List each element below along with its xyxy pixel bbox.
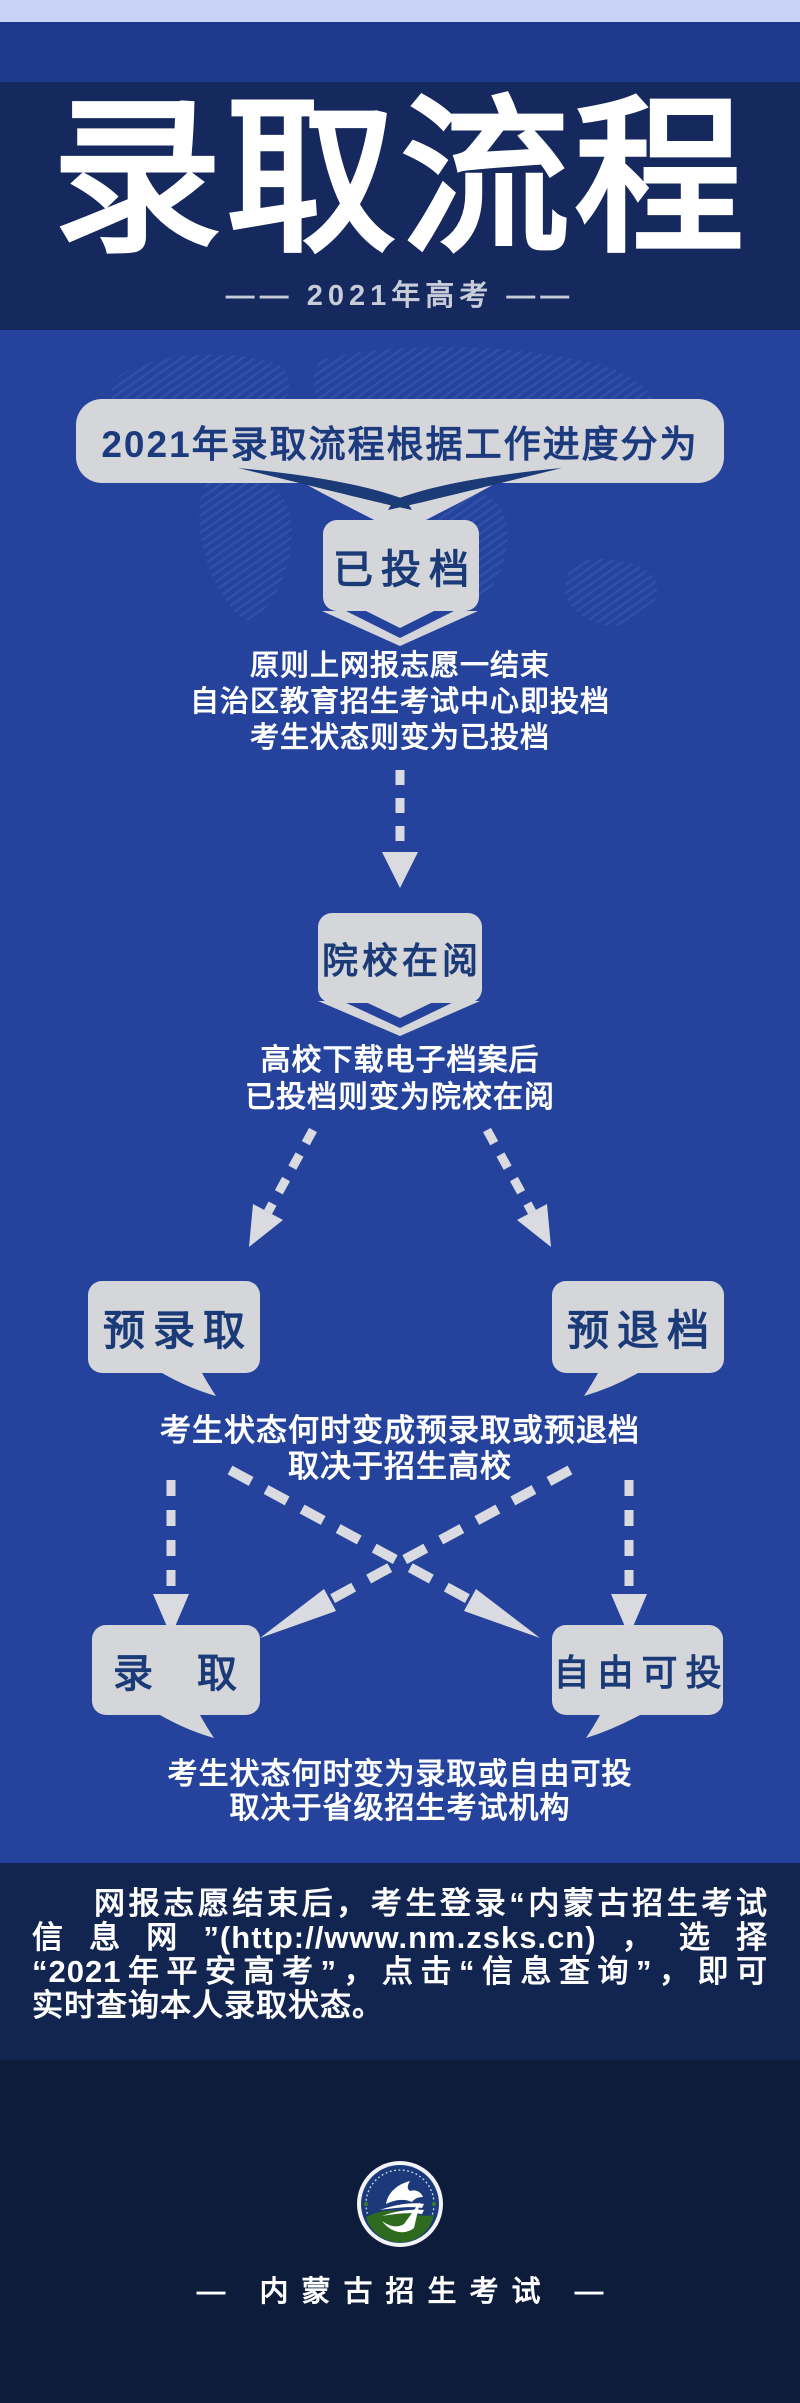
desc-line: 自治区教育招生考试中心即投档 — [189, 686, 610, 718]
step2-description: 高校下载电子档案后 已投档则变为院校在阅 — [0, 1042, 800, 1116]
status-label: 预退档 — [566, 1308, 717, 1355]
notice-section: 网报志愿结束后，考生登录“内蒙古招生考试 信息网”(http://www.nm.… — [0, 1863, 800, 2060]
notice-line: “2021年平安高考”，点击“信息查询”，即可 — [32, 1954, 768, 1989]
top-strip — [0, 0, 800, 22]
notice-line: 网报志愿结束后，考生登录“内蒙古招生考试 — [94, 1886, 768, 1921]
desc-line: 考生状态何时变成预录取或预退档 — [160, 1413, 640, 1448]
status-label: 录 取 — [113, 1651, 239, 1696]
desc-line: 已投档则变为院校在阅 — [245, 1081, 555, 1114]
desc-line: 高校下载电子档案后 — [260, 1044, 540, 1077]
banner-text: 2021年录取流程根据工作进度分为 — [101, 424, 699, 465]
desc-line: 取决于招生高校 — [288, 1449, 512, 1484]
flowchart-area: 2021年录取流程根据工作进度分为 — [0, 330, 800, 1863]
status-box-free-to-apply: 自由可投 — [552, 1625, 723, 1715]
status-box-admitted: 录 取 — [92, 1625, 260, 1715]
page-subtitle: —— 2021年高考 —— — [225, 280, 575, 312]
desc-line: 考生状态则变为已投档 — [249, 722, 550, 754]
status-label: 院校在阅 — [322, 941, 483, 981]
emblem-check-swoosh — [382, 2202, 420, 2233]
header: 录取流程 —— 2021年高考 —— — [0, 82, 800, 330]
desc-line: 取决于省级招生考试机构 — [229, 1792, 571, 1825]
desc-line: 原则上网报志愿一结束 — [249, 650, 550, 682]
status-label: 已投档 — [333, 546, 477, 592]
second-strip — [0, 22, 800, 82]
page-title: 录取流程 — [51, 84, 748, 274]
emblem-dot-right — [432, 2202, 436, 2206]
desc-line: 考生状态何时变为录取或自由可投 — [167, 1758, 633, 1791]
emblem-swoosh-1 — [380, 2203, 424, 2210]
step3-description: 考生状态何时变成预录取或预退档 取决于招生高校 — [0, 1413, 800, 1485]
emblem-dot-left — [364, 2202, 368, 2206]
footer-brand: — 内蒙古招生考试 — — [196, 2276, 617, 2308]
banner: 2021年录取流程根据工作进度分为 — [76, 399, 724, 483]
step1-description: 原则上网报志愿一结束 自治区教育招生考试中心即投档 考生状态则变为已投档 — [0, 648, 800, 756]
notice-line: 信息网”(http://www.nm.zsks.cn)，选择 — [32, 1920, 768, 1955]
status-label: 预录取 — [102, 1308, 253, 1355]
footer: — 内蒙古招生考试 — — [0, 2060, 800, 2403]
status-label: 自由可投 — [553, 1653, 730, 1693]
inner-mongolia-admissions-emblem-icon — [357, 2161, 443, 2247]
status-box-archived: 已投档 — [323, 520, 479, 611]
status-box-pre-admitted: 预录取 — [88, 1281, 260, 1373]
emblem-horse-icon — [386, 2181, 423, 2204]
notice-line: 实时查询本人录取状态。 — [32, 1988, 384, 2023]
status-box-pre-rejected: 预退档 — [552, 1281, 724, 1373]
step4-description: 考生状态何时变为录取或自由可投 取决于省级招生考试机构 — [0, 1758, 800, 1826]
status-box-college-reviewing: 院校在阅 — [318, 913, 482, 1003]
